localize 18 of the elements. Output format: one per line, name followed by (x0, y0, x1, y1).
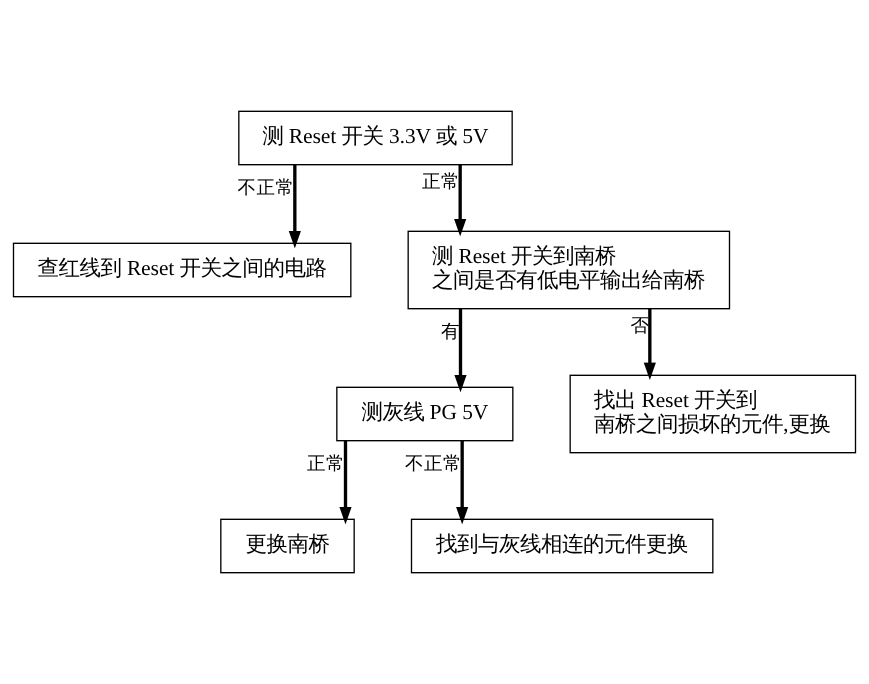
node-box: 更换南桥 (220, 518, 355, 574)
arrow (454, 164, 466, 236)
node-box: 测灰线 PG 5V (336, 386, 514, 442)
arrow (339, 440, 352, 524)
edge-label: 有 (441, 322, 460, 343)
node-box: 找出 Reset 开关到南桥之间损坏的元件,更换 (570, 374, 856, 454)
node-box: 测 Reset 开关到南桥之间是否有低电平输出给南桥 (408, 230, 730, 310)
edge-label: 不正常 (238, 178, 295, 199)
edge-label: 正常 (422, 172, 460, 193)
node-box: 查红线到 Reset 开关之间的电路 (12, 242, 352, 298)
arrow (454, 308, 467, 392)
edge-label: 不正常 (405, 454, 462, 475)
node-box: 测 Reset 开关 3.3V 或 5V (238, 110, 513, 166)
arrow (288, 164, 301, 248)
arrow (644, 308, 656, 380)
node-box: 找到与灰线相连的元件更换 (410, 518, 714, 574)
edge-label: 正常 (307, 454, 346, 475)
arrow (456, 440, 468, 524)
